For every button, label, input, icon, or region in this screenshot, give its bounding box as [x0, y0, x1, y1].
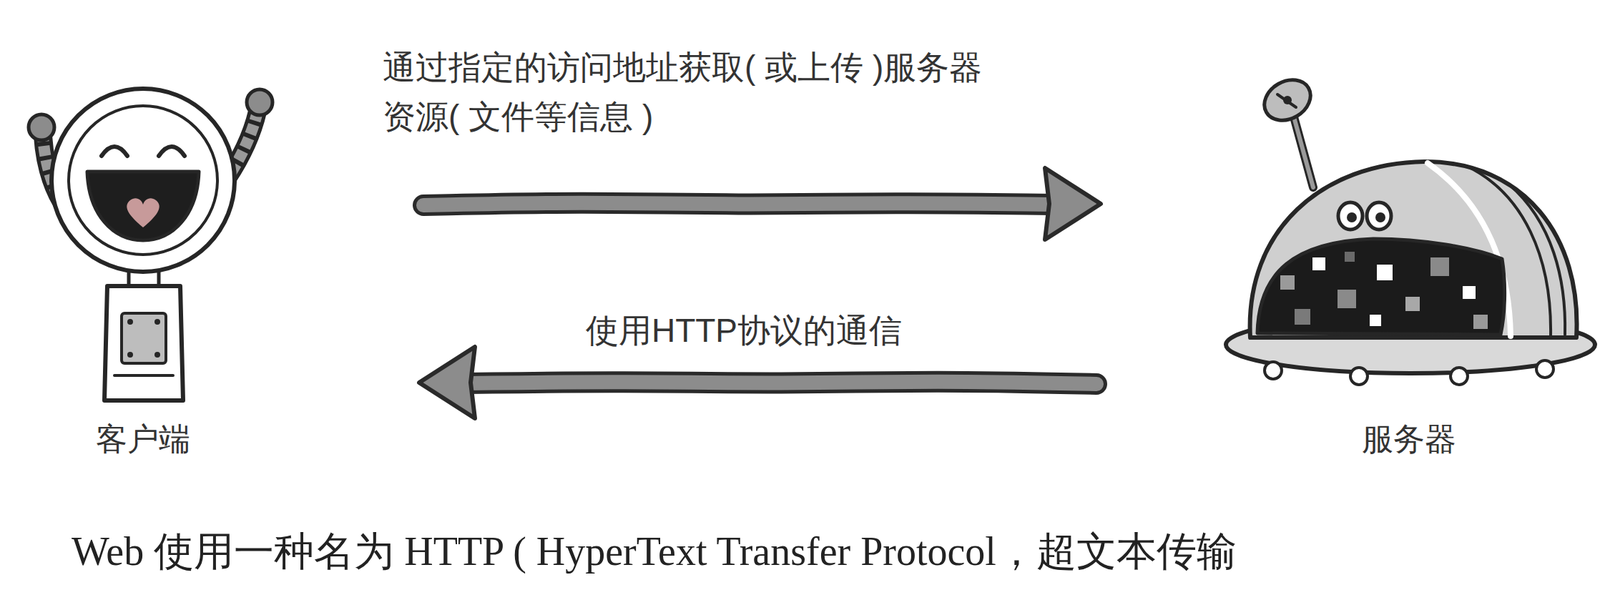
- edge-label: 使用HTTP协议的通信: [529, 306, 959, 356]
- node-label: 服务器: [1294, 420, 1524, 459]
- server-robot: [1225, 71, 1595, 385]
- arrow-shaft-outline: [466, 381, 1097, 385]
- node-label: 客户端: [28, 420, 258, 459]
- client-robot: [28, 88, 273, 401]
- client-node: 客户端: [14, 71, 415, 473]
- arrow-connector: [419, 346, 1097, 419]
- arrow-connector: [423, 168, 1101, 240]
- arrow-head: [1044, 168, 1101, 240]
- arrow-shaft: [466, 381, 1097, 385]
- arrow-shaft-outline: [423, 203, 1054, 206]
- caption-box: Web 使用一种名为 HTTP ( HyperText Transfer Pro…: [71, 527, 1237, 576]
- body-text: Web 使用一种名为 HTTP ( HyperText Transfer Pro…: [71, 527, 1237, 576]
- edge-label-box: 通过指定的访问地址获取( 或上传 )服务器 资源( 文件等信息 ): [382, 42, 1005, 142]
- edge-label: 通过指定的访问地址获取( 或上传 )服务器 资源( 文件等信息 ): [382, 42, 1005, 142]
- arrow-shaft: [423, 203, 1054, 206]
- edge-label-box: 使用HTTP协议的通信: [529, 306, 959, 356]
- server-node: 服务器: [1105, 71, 1592, 473]
- arrow-head: [419, 346, 475, 419]
